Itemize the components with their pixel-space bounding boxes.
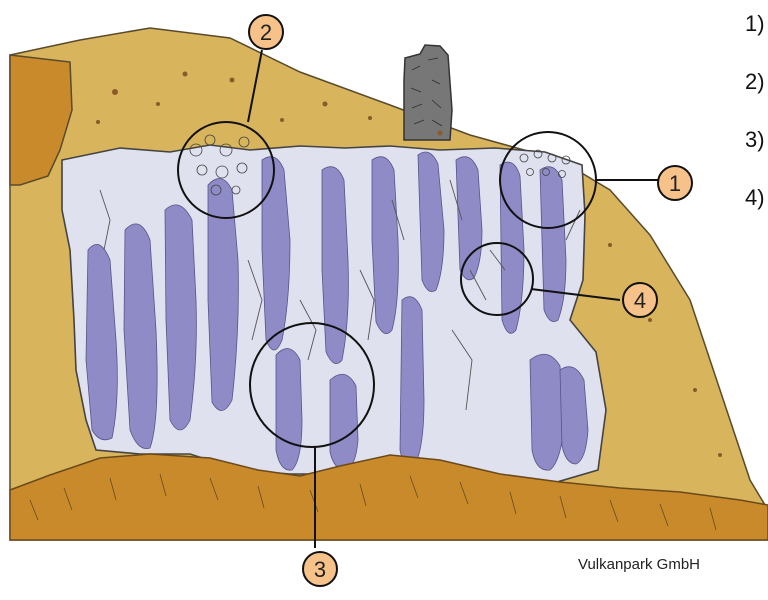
ruin-tower <box>404 45 452 140</box>
side-number-list: 1) 2) 3) 4) <box>745 10 765 242</box>
callout-badge-4: 4 <box>623 283 657 317</box>
callout-badge-2: 2 <box>249 15 283 49</box>
side-number-1: 1) <box>745 10 765 68</box>
side-number-4: 4) <box>745 184 765 242</box>
callout-badge-4-label: 4 <box>634 288 646 313</box>
image-credit: Vulkanpark GmbH <box>578 556 700 573</box>
side-number-3: 3) <box>745 126 765 184</box>
callout-badge-1: 1 <box>658 166 692 200</box>
callout-badge-1-label: 1 <box>669 171 681 196</box>
callout-badge-3-label: 3 <box>314 557 326 582</box>
callout-badge-3: 3 <box>303 552 337 586</box>
callout-badge-2-label: 2 <box>260 20 272 45</box>
side-number-2: 2) <box>745 68 765 126</box>
